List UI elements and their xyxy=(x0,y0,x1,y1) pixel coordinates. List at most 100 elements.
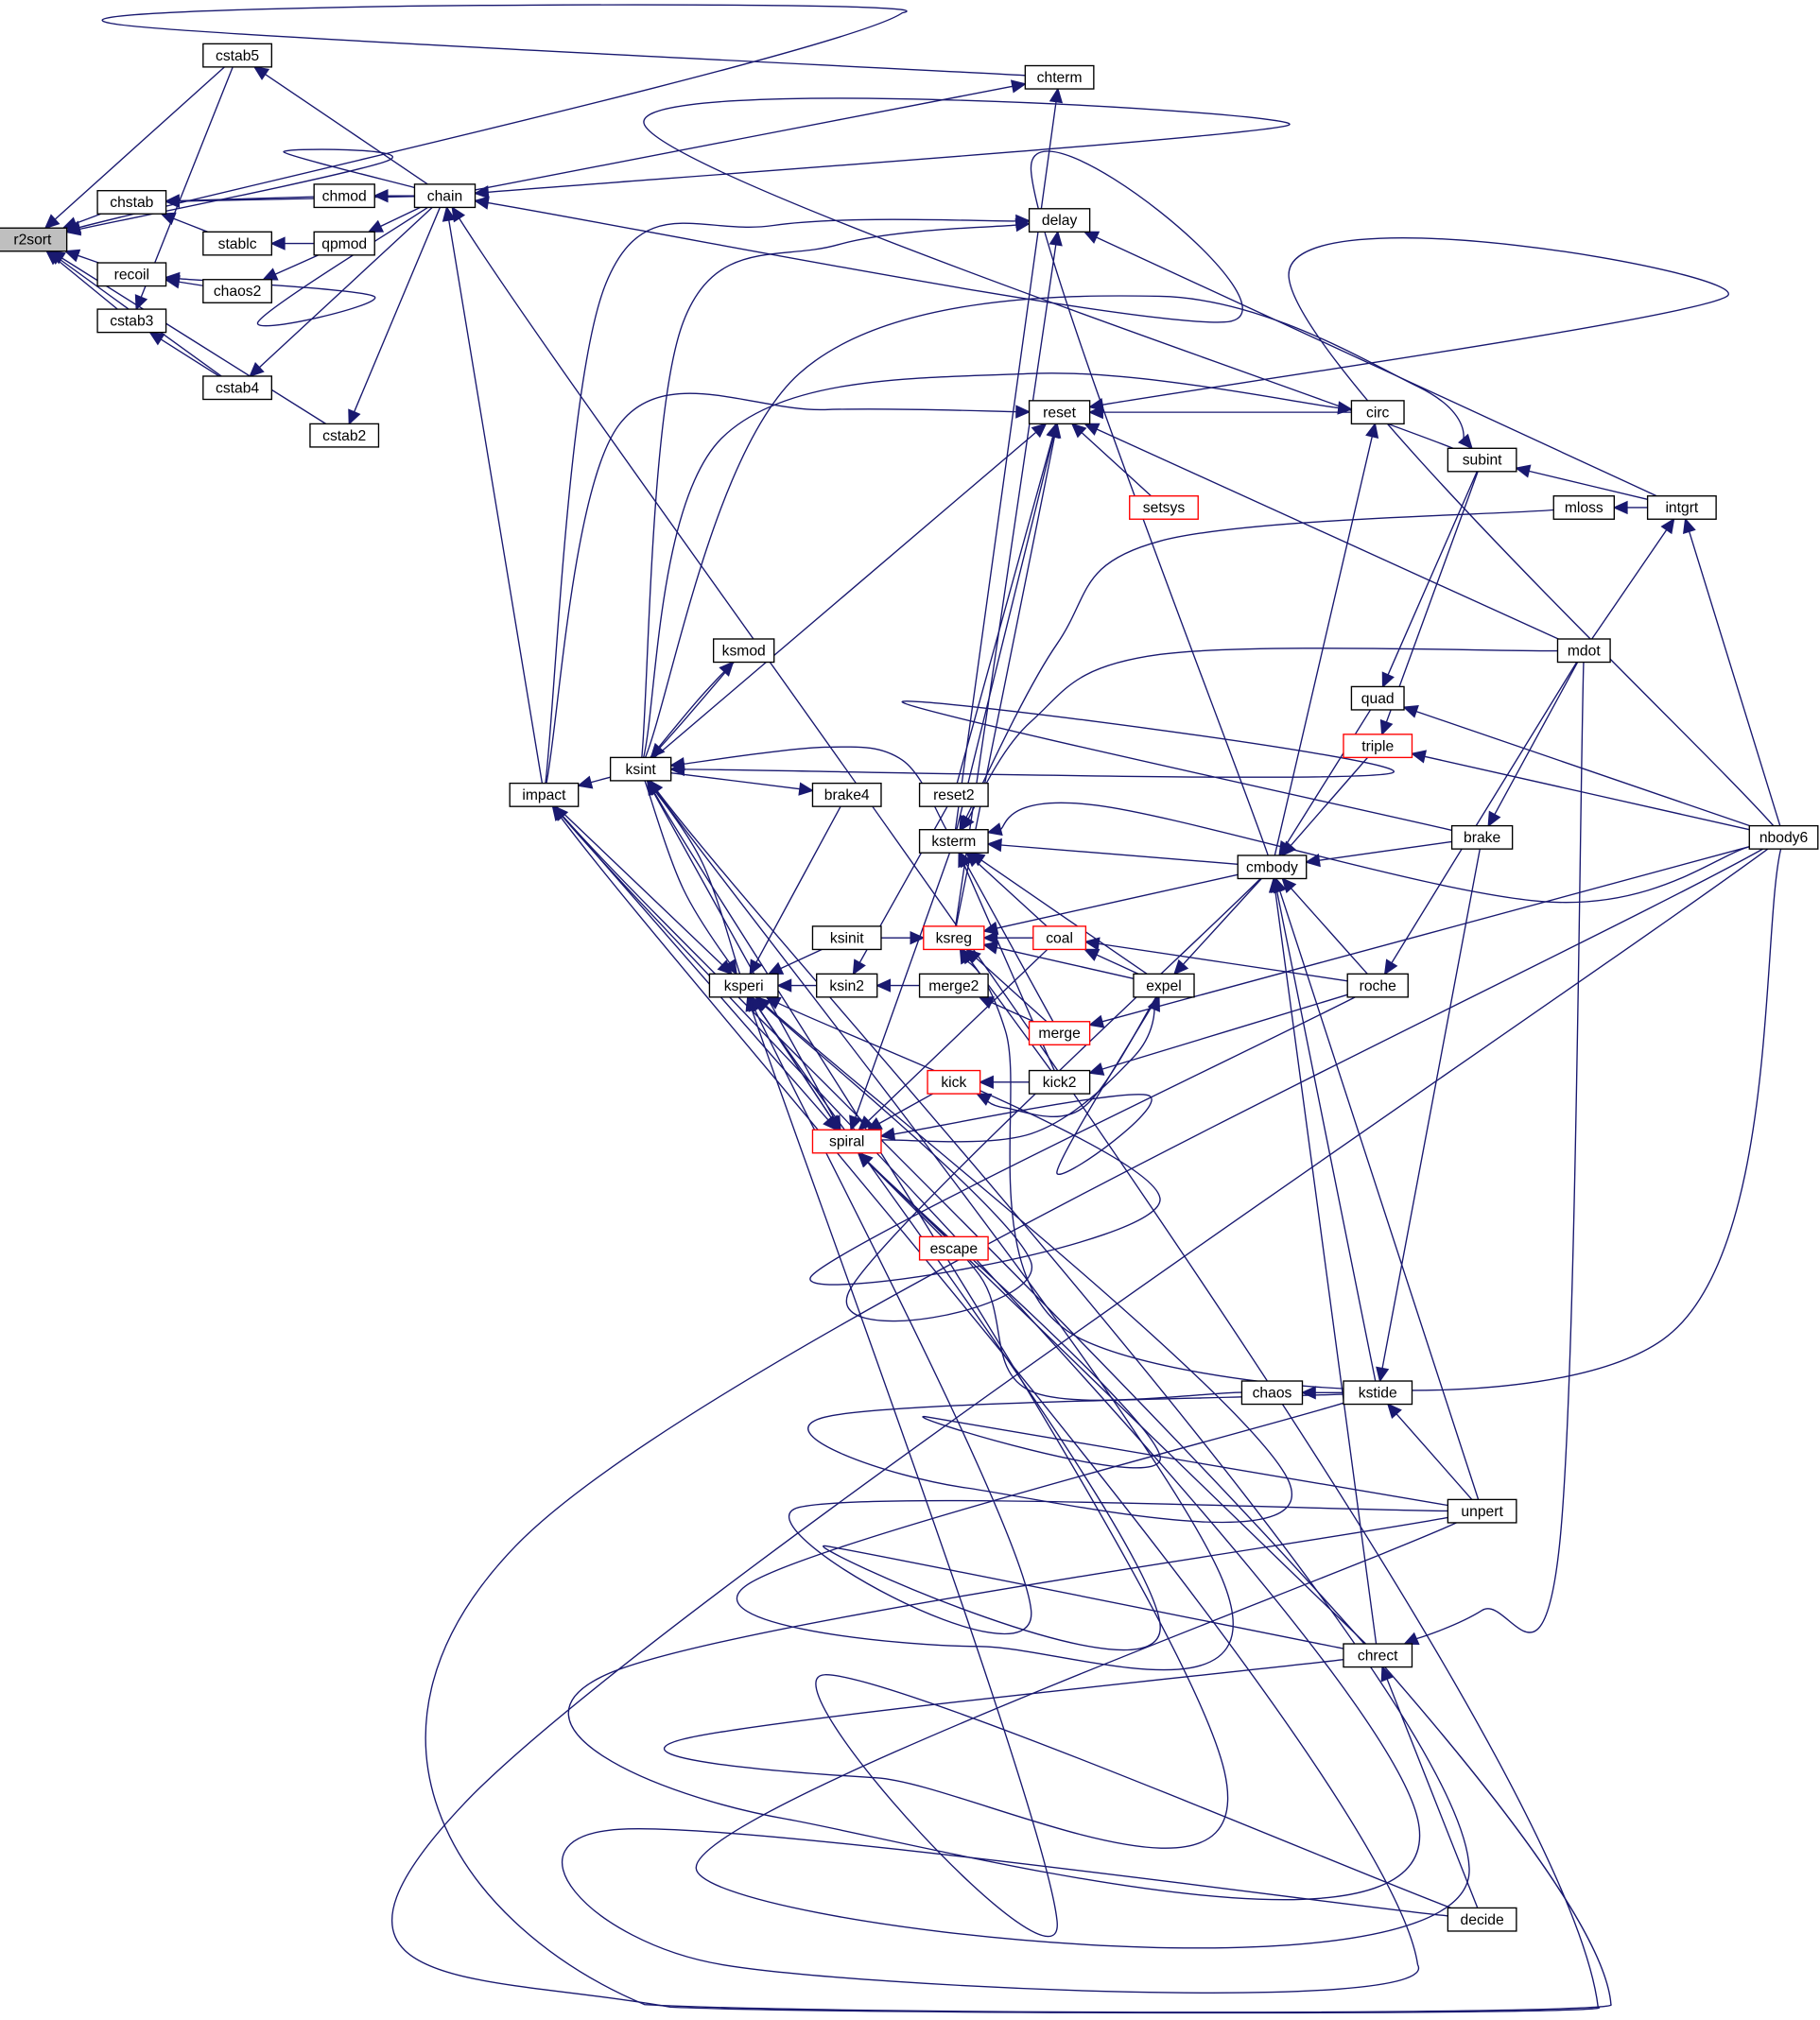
node-subint[interactable]: subint xyxy=(1447,447,1517,473)
node-box xyxy=(1350,685,1405,711)
edge-kstide-to-ksint xyxy=(648,779,1344,1671)
edge-ksint-to-impact xyxy=(577,775,611,789)
edge-line xyxy=(656,790,1470,1949)
node-cmbody[interactable]: cmbody xyxy=(1237,855,1308,880)
edge-line xyxy=(955,436,1056,927)
arrowhead-icon xyxy=(1281,840,1296,857)
edge-line xyxy=(425,815,1763,2013)
node-unpert[interactable]: unpert xyxy=(1447,1498,1517,1524)
edge-expel-to-spiral xyxy=(879,996,1158,1175)
node-brake4[interactable]: brake4 xyxy=(811,782,882,807)
node-kick2[interactable]: kick2 xyxy=(1028,1069,1091,1095)
node-merge2[interactable]: merge2 xyxy=(918,973,989,998)
node-ksterm[interactable]: ksterm xyxy=(918,829,989,854)
node-expel[interactable]: expel xyxy=(1133,973,1195,998)
node-cstab5[interactable]: cstab5 xyxy=(202,43,273,68)
node-label: unpert xyxy=(1461,1504,1503,1520)
edge-chain-to-chterm xyxy=(475,79,1027,191)
node-chrect[interactable]: chrect xyxy=(1343,1643,1413,1668)
node-escape[interactable]: escape xyxy=(918,1235,989,1261)
node-ksmod[interactable]: ksmod xyxy=(712,638,775,664)
edge-ksint-to-ksperi xyxy=(644,780,737,975)
edge-line xyxy=(1098,942,1348,982)
node-box xyxy=(811,925,882,951)
node-brake[interactable]: brake xyxy=(1450,824,1514,850)
edge-line xyxy=(1274,436,1373,856)
node-reset2[interactable]: reset2 xyxy=(918,782,989,807)
node-cstab2[interactable]: cstab2 xyxy=(309,423,380,448)
node-chmod[interactable]: chmod xyxy=(313,183,375,209)
node-ksint[interactable]: ksint xyxy=(609,756,672,782)
node-ksinit[interactable]: ksinit xyxy=(811,925,882,951)
arrowhead-icon xyxy=(1083,231,1101,244)
node-label: cstab2 xyxy=(322,428,366,444)
node-chain[interactable]: chain xyxy=(413,183,477,209)
edge-line xyxy=(1391,662,1578,964)
node-cstab4[interactable]: cstab4 xyxy=(202,375,273,401)
arrowhead-icon xyxy=(1381,671,1395,688)
node-r2sort[interactable]: r2sort xyxy=(0,227,68,252)
node-ksperi[interactable]: ksperi xyxy=(708,973,779,998)
edge-line xyxy=(1096,428,1559,640)
node-box xyxy=(927,1069,981,1095)
node-chaos[interactable]: chaos xyxy=(1240,1380,1304,1406)
arrowhead-icon xyxy=(49,250,66,265)
edge-line xyxy=(653,431,1037,758)
node-delay[interactable]: delay xyxy=(1028,208,1091,233)
node-box xyxy=(609,756,672,782)
node-coal[interactable]: coal xyxy=(1032,925,1087,951)
node-label: quad xyxy=(1361,691,1395,707)
node-impact[interactable]: impact xyxy=(509,782,580,807)
arrowhead-icon xyxy=(249,361,265,378)
node-merge[interactable]: merge xyxy=(1028,1021,1091,1045)
arrowhead-icon xyxy=(1014,218,1031,233)
edge-line xyxy=(965,848,1782,1391)
node-cstab3[interactable]: cstab3 xyxy=(96,308,167,334)
edge-ksinit-to-ksperi xyxy=(767,948,823,975)
node-kstide[interactable]: kstide xyxy=(1343,1380,1413,1406)
node-chstab[interactable]: chstab xyxy=(96,190,167,215)
edge-mdot-to-chrect xyxy=(1403,662,1585,1645)
node-mloss[interactable]: mloss xyxy=(1552,495,1615,520)
arrowhead-icon xyxy=(269,236,286,250)
node-kick[interactable]: kick xyxy=(927,1069,981,1095)
node-stablc[interactable]: stablc xyxy=(202,231,273,256)
node-reset[interactable]: reset xyxy=(1028,400,1091,425)
edge-nbody6-to-merge xyxy=(1088,846,1750,1028)
node-setsys[interactable]: setsys xyxy=(1129,495,1199,520)
node-circ[interactable]: circ xyxy=(1350,400,1405,425)
node-ksin2[interactable]: ksin2 xyxy=(816,973,878,998)
node-box xyxy=(918,782,989,807)
node-label: qpmod xyxy=(321,236,367,252)
node-intgrt[interactable]: intgrt xyxy=(1646,495,1717,520)
edge-ksperi-to-ksint xyxy=(647,779,741,975)
node-chterm[interactable]: chterm xyxy=(1024,64,1095,90)
node-decide[interactable]: decide xyxy=(1447,1907,1517,1932)
edge-line xyxy=(1290,888,1368,975)
edge-layer xyxy=(43,4,1782,2014)
edge-line xyxy=(562,816,1448,1901)
node-roche[interactable]: roche xyxy=(1346,973,1409,998)
node-box xyxy=(1129,495,1199,520)
node-nbody6[interactable]: nbody6 xyxy=(1748,824,1819,850)
arrowhead-icon xyxy=(849,1114,862,1131)
node-quad[interactable]: quad xyxy=(1350,685,1405,711)
node-ksreg[interactable]: ksreg xyxy=(923,925,985,951)
node-triple[interactable]: triple xyxy=(1343,734,1413,759)
arrowhead-icon xyxy=(1305,853,1321,868)
node-label: expel xyxy=(1146,978,1181,994)
edge-line xyxy=(964,509,1554,819)
node-box xyxy=(413,183,477,209)
node-mdot[interactable]: mdot xyxy=(1556,638,1611,664)
node-spiral[interactable]: spiral xyxy=(811,1129,882,1154)
edge-line xyxy=(985,996,1157,1117)
arrowhead-icon xyxy=(776,978,792,993)
node-chaos2[interactable]: chaos2 xyxy=(202,279,273,303)
node-recoil[interactable]: recoil xyxy=(96,262,167,287)
node-label: mloss xyxy=(1565,500,1603,516)
node-qpmod[interactable]: qpmod xyxy=(313,231,375,256)
edge-line xyxy=(76,254,99,264)
arrowhead-icon xyxy=(1402,705,1419,718)
arrowhead-icon xyxy=(982,921,999,935)
edge-cmbody-to-ksterm xyxy=(986,837,1239,865)
